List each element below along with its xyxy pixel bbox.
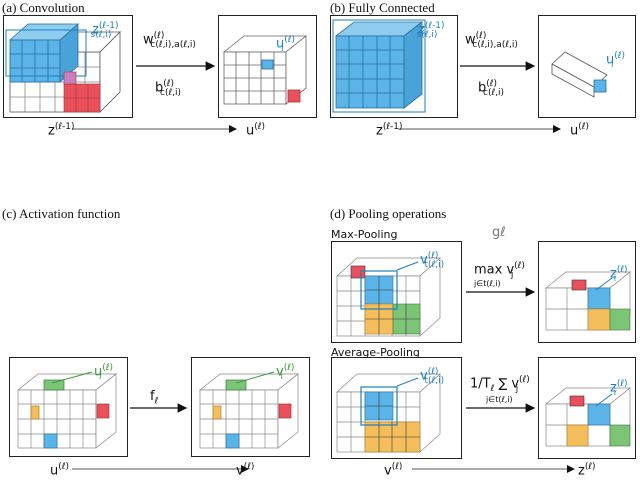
act-v-axis-label: v(ℓ) [236, 462, 255, 479]
conv-receptive-block [8, 23, 80, 83]
maxpool-z-i-label: z(ℓ)i [610, 265, 628, 284]
fc-u-axis-label: u(ℓ) [570, 122, 589, 139]
panel-d-title: (d) Pooling operations [330, 206, 447, 221]
fc-weight-label: w(ℓ)c(ℓ,i),a(ℓ,i) [465, 31, 518, 50]
act-input-cube [17, 373, 117, 449]
maxpool-op-label: max v(ℓ)j [474, 261, 525, 280]
panel-c-title: (c) Activation function [2, 206, 121, 221]
avgpool-colored-cells [364, 391, 421, 453]
panel-b-title: (b) Fully Connected [330, 0, 435, 15]
fc-bias-label: b(ℓ)c(ℓ,i) [478, 79, 505, 98]
maxpool-v-t-label: v(ℓ)t(ℓ,i) [420, 251, 445, 270]
panel-a-title: (a) Convolution [2, 0, 85, 15]
conv-output-slab [222, 35, 308, 105]
fc-z-sub-label: z(ℓ-1)s(ℓ,i) [416, 21, 445, 40]
act-u-i-label: u(ℓ)i [94, 363, 113, 382]
avgpool-op-sub: j∈t(ℓ,i) [486, 395, 513, 404]
fc-input-cube [334, 21, 424, 109]
fc-output-vector [551, 51, 608, 98]
avgpool-label: Average-Pooling [331, 346, 420, 359]
avgpool-z-i-label: z(ℓ)i [610, 379, 628, 398]
act-output-cube [199, 373, 299, 449]
pool-g-label: gℓ [492, 225, 506, 240]
act-u-axis-label: u(ℓ) [50, 462, 69, 479]
pool-v-axis-label: v(ℓ) [384, 462, 403, 479]
maxpool-label: Max-Pooling [331, 228, 398, 241]
conv-u-i-label: u(ℓ)i [276, 35, 295, 54]
conv-z-prev-axis-label: z(ℓ-1) [48, 122, 75, 139]
conv-z-sub-label: z(ℓ-1)s(ℓ,i) [90, 21, 119, 40]
pool-z-axis-label: z(ℓ) [578, 462, 596, 479]
conv-weight-label: w(ℓ)c(ℓ,i),a(ℓ,i) [143, 31, 196, 50]
act-f-label: fℓ [150, 389, 159, 407]
fc-u-i-label: u(ℓ)i [606, 51, 625, 70]
act-v-i-label: v(ℓ)i [276, 363, 295, 382]
conv-red-region [63, 71, 101, 113]
maxpool-op-sub: j∈t(ℓ,i) [474, 279, 501, 288]
conv-bias-label: b(ℓ)c(ℓ,i) [155, 79, 182, 98]
conv-u-axis-label: u(ℓ) [246, 122, 265, 139]
avgpool-op-label: 1/Tℓ ∑ v(ℓ)j [470, 375, 530, 394]
fc-z-prev-axis-label: z(ℓ-1) [376, 122, 403, 139]
avgpool-v-t-label: v(ℓ)t(ℓ,i) [420, 367, 445, 386]
